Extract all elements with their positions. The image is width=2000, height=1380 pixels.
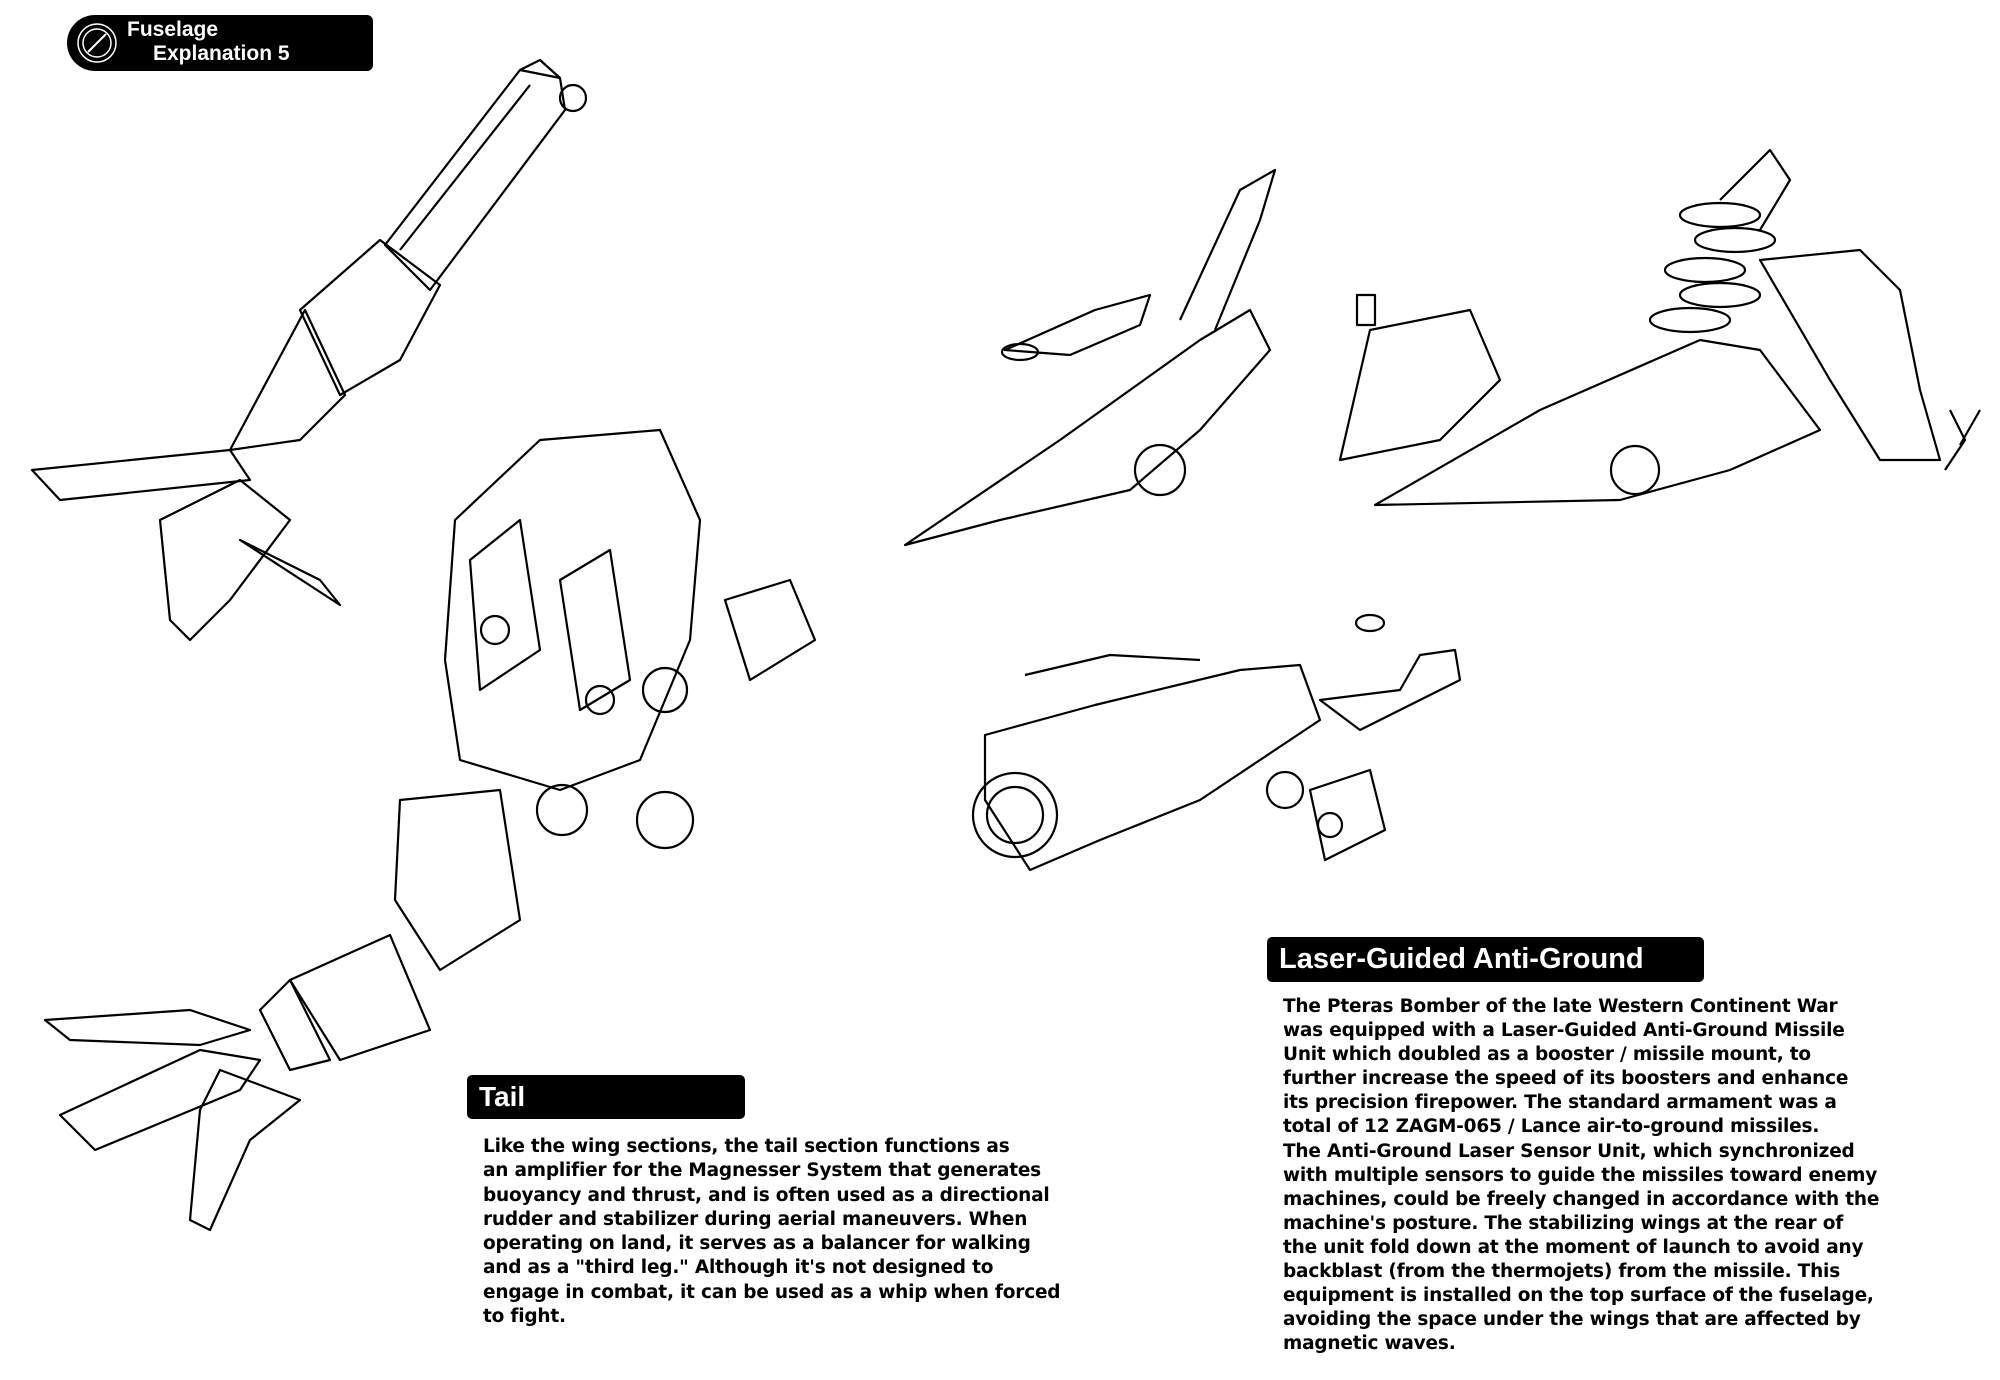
missile-unit-illustration-right (1373, 148, 1981, 507)
tail-heading: Tail (467, 1075, 745, 1119)
text-line: further increase the speed of its booste… (1283, 1068, 1849, 1090)
text-line: and as a "third leg." Although it's not … (483, 1257, 994, 1279)
sensor-unit-illustration (971, 613, 1462, 872)
fuselage-body-illustration (443, 428, 817, 850)
section-badge: Fuselage Explanation 5 (67, 15, 373, 71)
text-line: Unit which doubled as a booster / missil… (1283, 1044, 1811, 1066)
text-line: machines, could be freely changed in acc… (1283, 1188, 1880, 1210)
text-line: backblast (from the thermojets) from the… (1283, 1261, 1841, 1283)
text-line: The Anti-Ground Laser Sensor Unit, which… (1283, 1140, 1855, 1162)
text-line: Like the wing sections, the tail section… (483, 1136, 1010, 1157)
tail-heading-text: Tail (479, 1081, 526, 1112)
missile-rack (1648, 148, 1792, 334)
badge-subtitle: Explanation 5 (153, 42, 290, 65)
text-line: avoiding the space under the wings that … (1283, 1309, 1861, 1331)
missile-unit-heading-text: Laser-Guided Anti-Ground Missile Unit (1279, 943, 1644, 1019)
text-line: was equipped with a Laser-Guided Anti-Gr… (1283, 1020, 1845, 1042)
text-line: buoyancy and thrust, and is often used a… (483, 1184, 1050, 1206)
missile-unit-illustration-left (903, 168, 1502, 547)
text-line: operating on land, it serves as a balanc… (483, 1233, 1031, 1255)
missile-unit-description: The Pteras Bomber of the late Western Co… (1283, 995, 1879, 1356)
text-line: its precision firepower. The standard ar… (1283, 1092, 1837, 1114)
text-line: rudder and stabilizer during aerial mane… (483, 1208, 1028, 1230)
text-line: the unit fold down at the moment of laun… (1283, 1236, 1864, 1258)
text-line: engage in combat, it can be used as a wh… (483, 1281, 1061, 1303)
tail-upper-illustration (30, 58, 588, 642)
text-line: an amplifier for the Magnesser System th… (483, 1160, 1041, 1182)
text-line: with multiple sensors to guide the missi… (1283, 1164, 1878, 1186)
tail-description: Like the wing sections, the tail section… (483, 1135, 1061, 1329)
tail-lower-illustration (43, 788, 522, 1232)
text-line: equipment is installed on the top surfac… (1283, 1285, 1874, 1307)
text-line: magnetic waves. (1283, 1333, 1456, 1355)
text-line: total of 12 ZAGM-065 / Lance air-to-grou… (1283, 1116, 1820, 1138)
text-line: The Pteras Bomber of the late Western Co… (1283, 996, 1838, 1017)
text-line: machine's posture. The stabilizing wings… (1283, 1212, 1844, 1234)
text-line: to fight. (483, 1306, 566, 1328)
gear-emblem-icon (77, 23, 117, 63)
badge-title: Fuselage (127, 18, 219, 41)
missile-unit-heading: Laser-Guided Anti-Ground Missile Unit (1267, 937, 1704, 1019)
